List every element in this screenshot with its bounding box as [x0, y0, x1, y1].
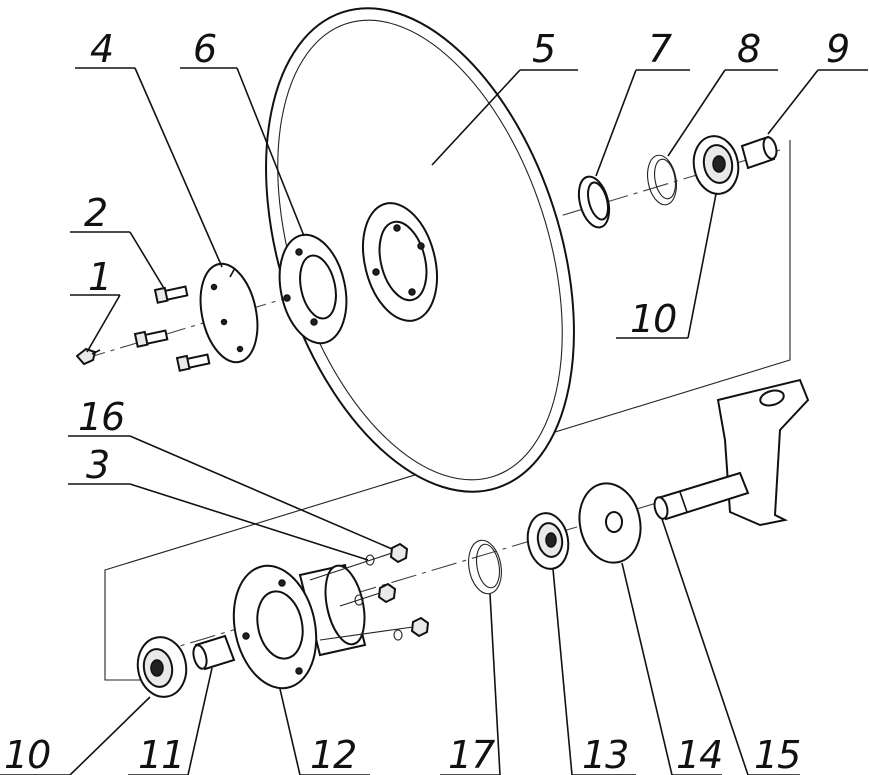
- callout-10-lower: 10: [4, 733, 50, 775]
- part-17-snap-ring: [468, 539, 502, 595]
- callout-9: 9: [826, 27, 849, 71]
- callout-6: 6: [193, 27, 216, 71]
- part-6-flange: [278, 233, 348, 345]
- part-12-hub: [232, 563, 367, 690]
- callout-1: 1: [88, 255, 111, 299]
- callout-15: 15: [754, 733, 800, 775]
- callout-16: 16: [78, 395, 124, 439]
- callout-7: 7: [648, 27, 672, 71]
- part-11-bushing: [192, 634, 236, 671]
- callout-11: 11: [138, 733, 184, 775]
- callout-2: 2: [84, 191, 107, 235]
- part-2-bolts: [133, 285, 211, 372]
- part-4-plate: [199, 262, 259, 364]
- callout-10-upper: 10: [630, 297, 676, 341]
- callout-17: 17: [448, 733, 495, 775]
- part-10-bearing-upper: [692, 135, 740, 195]
- part-13-bearing: [526, 512, 570, 570]
- part-7-seal: [577, 175, 611, 229]
- callout-12: 12: [310, 733, 356, 775]
- part-9-bushing: [740, 135, 778, 170]
- callout-8: 8: [737, 27, 760, 71]
- part-14-washer: [578, 482, 642, 564]
- callout-5: 5: [532, 27, 555, 71]
- part-8-ring: [646, 154, 678, 206]
- part-10-bearing-lower: [136, 636, 188, 698]
- callout-3: 3: [86, 443, 109, 487]
- part-15-axle-bracket: [653, 378, 810, 527]
- callout-labels: 1 2 3 4 5 6 7 8 9 10 10 11 12 13 14 15 1…: [4, 27, 850, 775]
- leader-lines: [0, 67, 868, 775]
- callout-13: 13: [582, 733, 628, 775]
- part-16-nuts: [309, 542, 430, 641]
- part-5-disc: [265, 7, 575, 493]
- part-1-grease-nipple: [75, 347, 101, 366]
- callout-14: 14: [676, 733, 722, 775]
- callout-4: 4: [90, 27, 113, 71]
